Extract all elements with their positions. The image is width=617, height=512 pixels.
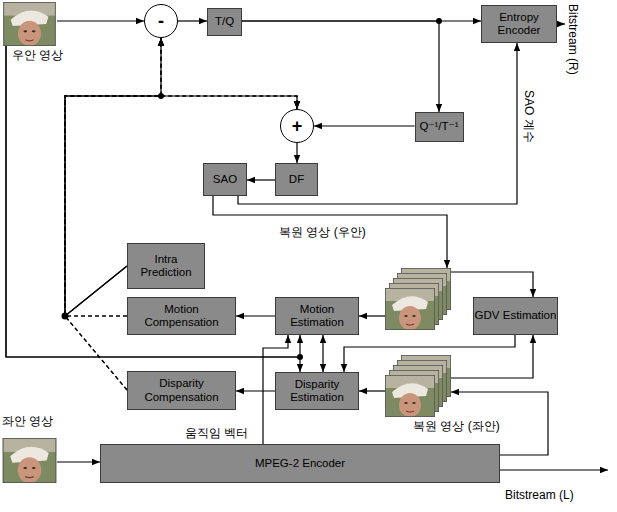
frame-stack bbox=[385, 375, 435, 417]
connector bbox=[65, 96, 297, 390]
connector bbox=[6, 46, 300, 372]
connector bbox=[314, 125, 415, 126]
connector bbox=[236, 390, 275, 391]
signal-label: Bitstream (R) bbox=[566, 4, 580, 75]
box-label: Disparity Compensation bbox=[128, 377, 235, 403]
source-image: 우안 영상 bbox=[2, 2, 57, 46]
adder-circle: + bbox=[280, 109, 314, 143]
box-label: Entropy Encoder bbox=[482, 11, 556, 37]
image-caption: 우안 영상 bbox=[12, 48, 63, 62]
edge-label: SAO 계수 bbox=[522, 90, 536, 143]
box-label: Intra Prediction bbox=[128, 253, 204, 279]
process-box: T/Q bbox=[207, 8, 242, 36]
connector bbox=[65, 96, 297, 316]
image-caption: 복원 영상 (우안) bbox=[279, 225, 366, 239]
subtractor-circle: - bbox=[144, 4, 178, 38]
encoder-box: MPEG-2 Encoder bbox=[100, 444, 500, 483]
frame-buffer: 복원 영상 (우안) bbox=[385, 268, 451, 330]
box-label: GDV Estimation bbox=[475, 309, 557, 322]
image-caption: 복원 영상 (좌안) bbox=[413, 419, 500, 433]
connector bbox=[213, 196, 447, 268]
face-image bbox=[3, 438, 57, 483]
box-label: T/Q bbox=[215, 15, 234, 28]
connector bbox=[451, 335, 533, 378]
face-image bbox=[3, 2, 55, 46]
signal-label: Bitstream (L) bbox=[505, 488, 574, 502]
frame-stack bbox=[385, 288, 435, 330]
connector bbox=[242, 21, 439, 112]
process-box: Q⁻¹/T⁻¹ bbox=[415, 112, 464, 142]
process-box: DF bbox=[275, 163, 318, 196]
box-label: MPEG-2 Encoder bbox=[255, 457, 345, 470]
box-label: Motion Compensation bbox=[128, 303, 235, 329]
process-box: Motion Estimation bbox=[275, 297, 359, 335]
connector bbox=[57, 461, 100, 462]
connector bbox=[65, 38, 161, 390]
connector bbox=[238, 43, 517, 204]
connector bbox=[322, 335, 323, 372]
frame-buffer: 복원 영상 (좌안) bbox=[385, 355, 451, 417]
connector bbox=[296, 143, 297, 163]
process-box: GDV Estimation bbox=[473, 297, 558, 335]
box-label: Motion Estimation bbox=[276, 303, 358, 329]
output-arrow bbox=[500, 469, 608, 470]
connector bbox=[178, 20, 207, 21]
connector bbox=[451, 272, 533, 297]
process-box: Disparity Compensation bbox=[127, 371, 236, 410]
box-label: + bbox=[292, 117, 303, 135]
source-image: 좌안 영상 bbox=[2, 438, 57, 483]
process-box: SAO bbox=[203, 163, 247, 196]
signal-label: 움직임 벡터 bbox=[185, 426, 248, 440]
process-box: Entropy Encoder bbox=[481, 5, 557, 43]
box-label: SAO bbox=[213, 173, 237, 186]
box-label: Q⁻¹/T⁻¹ bbox=[420, 120, 459, 133]
process-box: Motion Compensation bbox=[127, 297, 236, 335]
connector bbox=[359, 315, 385, 316]
image-caption: 좌안 영상 bbox=[2, 414, 53, 428]
connector bbox=[247, 179, 275, 180]
box-label: DF bbox=[289, 173, 304, 186]
connector bbox=[344, 335, 515, 372]
connector bbox=[236, 315, 275, 316]
connector bbox=[57, 20, 144, 21]
connector bbox=[65, 96, 297, 316]
connector bbox=[6, 46, 300, 357]
connector bbox=[359, 390, 385, 391]
process-box: Disparity Estimation bbox=[275, 372, 359, 410]
box-label: Disparity Estimation bbox=[276, 378, 358, 404]
box-label: - bbox=[158, 12, 164, 30]
process-box: Intra Prediction bbox=[127, 243, 205, 289]
